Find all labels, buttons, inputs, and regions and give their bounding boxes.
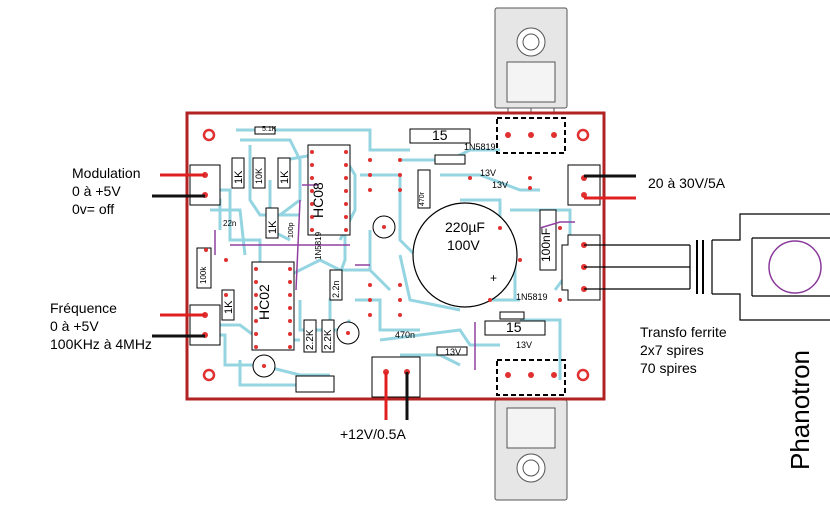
cap-main-label-1: 220µF <box>445 219 485 235</box>
res-15-bottom-label: 15 <box>506 319 522 335</box>
modulation-off-label: 0v= off <box>72 201 115 217</box>
connector-modulation <box>189 164 221 206</box>
res-1k-label-3: 1K <box>267 220 279 234</box>
supply-12v-label: +12V/0.5A <box>340 426 406 442</box>
res-15-top-label: 15 <box>432 127 448 143</box>
zener-13v-label-3: 13V <box>516 340 533 350</box>
transfo-primary-label: 2x7 spires <box>640 342 704 358</box>
ic-hc08 <box>307 144 351 236</box>
resistors <box>196 126 557 356</box>
cap-main-label-2: 100V <box>447 237 480 253</box>
res-10k-label: 10K <box>254 167 264 184</box>
frequence-range-label: 0 à +5V <box>50 318 99 334</box>
zener-13v-label-4: 13V <box>445 347 462 357</box>
cap-470n-label: 470n <box>395 330 416 340</box>
ic-hc02 <box>251 261 295 351</box>
power-in-label: 20 à 30V/5A <box>648 175 726 191</box>
transistor-bottom <box>494 399 568 501</box>
res-1k-label-4: 1K <box>223 300 235 314</box>
frequence-label: Fréquence <box>50 300 117 316</box>
phanotron-label: Phanotron <box>785 350 815 470</box>
modulation-range-label: 0 à +5V <box>72 183 121 199</box>
res-2-2k-label-1: 2.2K <box>305 329 316 350</box>
transfo-secondary-label: 70 spires <box>640 360 697 376</box>
connector-12v <box>371 356 421 398</box>
diode-1n5819-mid-label: 1N5819 <box>314 231 323 260</box>
diode-1n5819-bottom-label: 1N5819 <box>516 292 548 302</box>
res-1k-label-2: 1K <box>279 170 291 184</box>
frequence-freq-label: 100KHz à 4MHz <box>50 336 152 352</box>
jumper-wires <box>214 184 575 370</box>
diode-1n5819-top-label: 1N5819 <box>464 142 496 152</box>
transistor-top <box>494 7 568 125</box>
res-5-1k-label: 5.1K <box>262 126 277 133</box>
cap-100p-label: 100p <box>288 222 295 238</box>
svg-text:+: + <box>490 271 497 285</box>
transistor-footprints <box>496 117 566 396</box>
cap-100nf-label: 100nF <box>539 227 553 262</box>
ferrite-transformer <box>584 213 830 321</box>
zener-13v-label-1: 13V <box>480 168 497 178</box>
cap-2-2n-label: 2.2n <box>331 280 341 298</box>
ic-hc02-label: HC02 <box>256 284 272 320</box>
capacitor-220uf: + <box>412 202 518 308</box>
transfo-label: Transfo ferrite <box>640 324 727 340</box>
res-1k-label-1: 1K <box>233 170 245 184</box>
connector-frequence <box>189 304 221 346</box>
res-2-2k-label-2: 2.2K <box>323 329 334 350</box>
res-100k-label: 100k <box>199 266 208 284</box>
zener-13v-label-2: 13V <box>492 180 509 190</box>
cap-22n-label: 22n <box>223 219 237 228</box>
pads <box>204 132 562 386</box>
small-capacitors <box>252 215 396 378</box>
connector-transfo <box>561 234 601 301</box>
header-3pin <box>295 375 335 393</box>
ic-hc08-label: HC08 <box>310 182 326 218</box>
external-wires <box>152 173 636 420</box>
res-470r-label: 470r <box>419 191 426 206</box>
modulation-label: Modulation <box>72 165 141 181</box>
mounting-holes <box>202 128 590 382</box>
